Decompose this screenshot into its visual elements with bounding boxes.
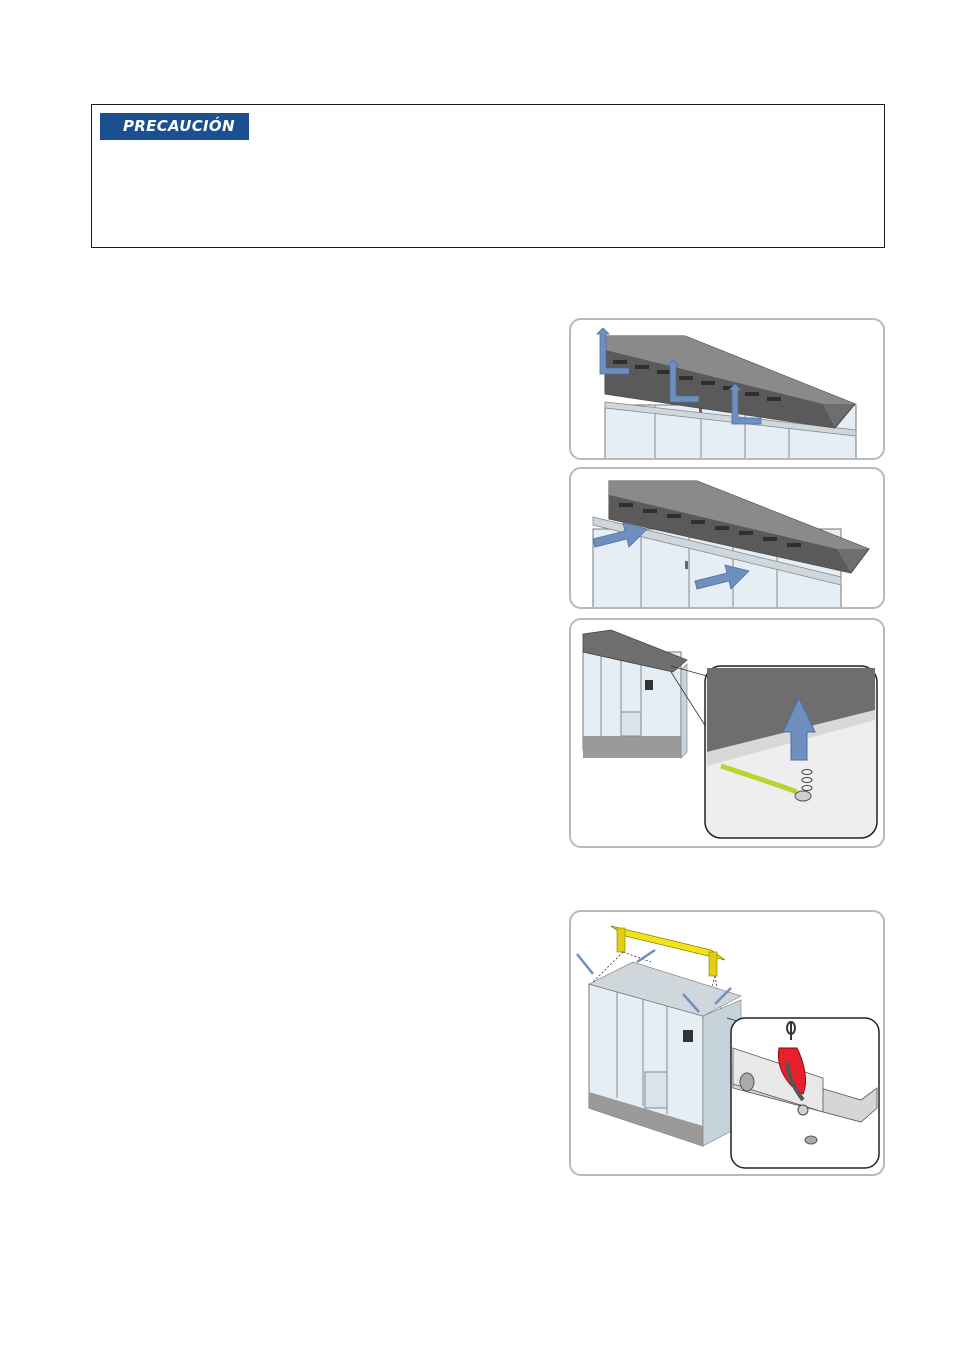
caution-label: PRECAUCIÓN (100, 113, 249, 140)
figure-roof-slide (569, 467, 885, 609)
crane-lifting-beam-illustration (576, 925, 880, 1169)
roof-slide-arrows-illustration (592, 480, 870, 607)
roof-lift-arrows-illustration (596, 327, 857, 458)
figure-roof-lift (569, 318, 885, 460)
figure-grounding-cable (569, 618, 885, 848)
caution-box: PRECAUCIÓN (91, 104, 885, 248)
grounding-cable-detail-illustration (582, 629, 878, 839)
figure-crane-lifting (569, 910, 885, 1176)
